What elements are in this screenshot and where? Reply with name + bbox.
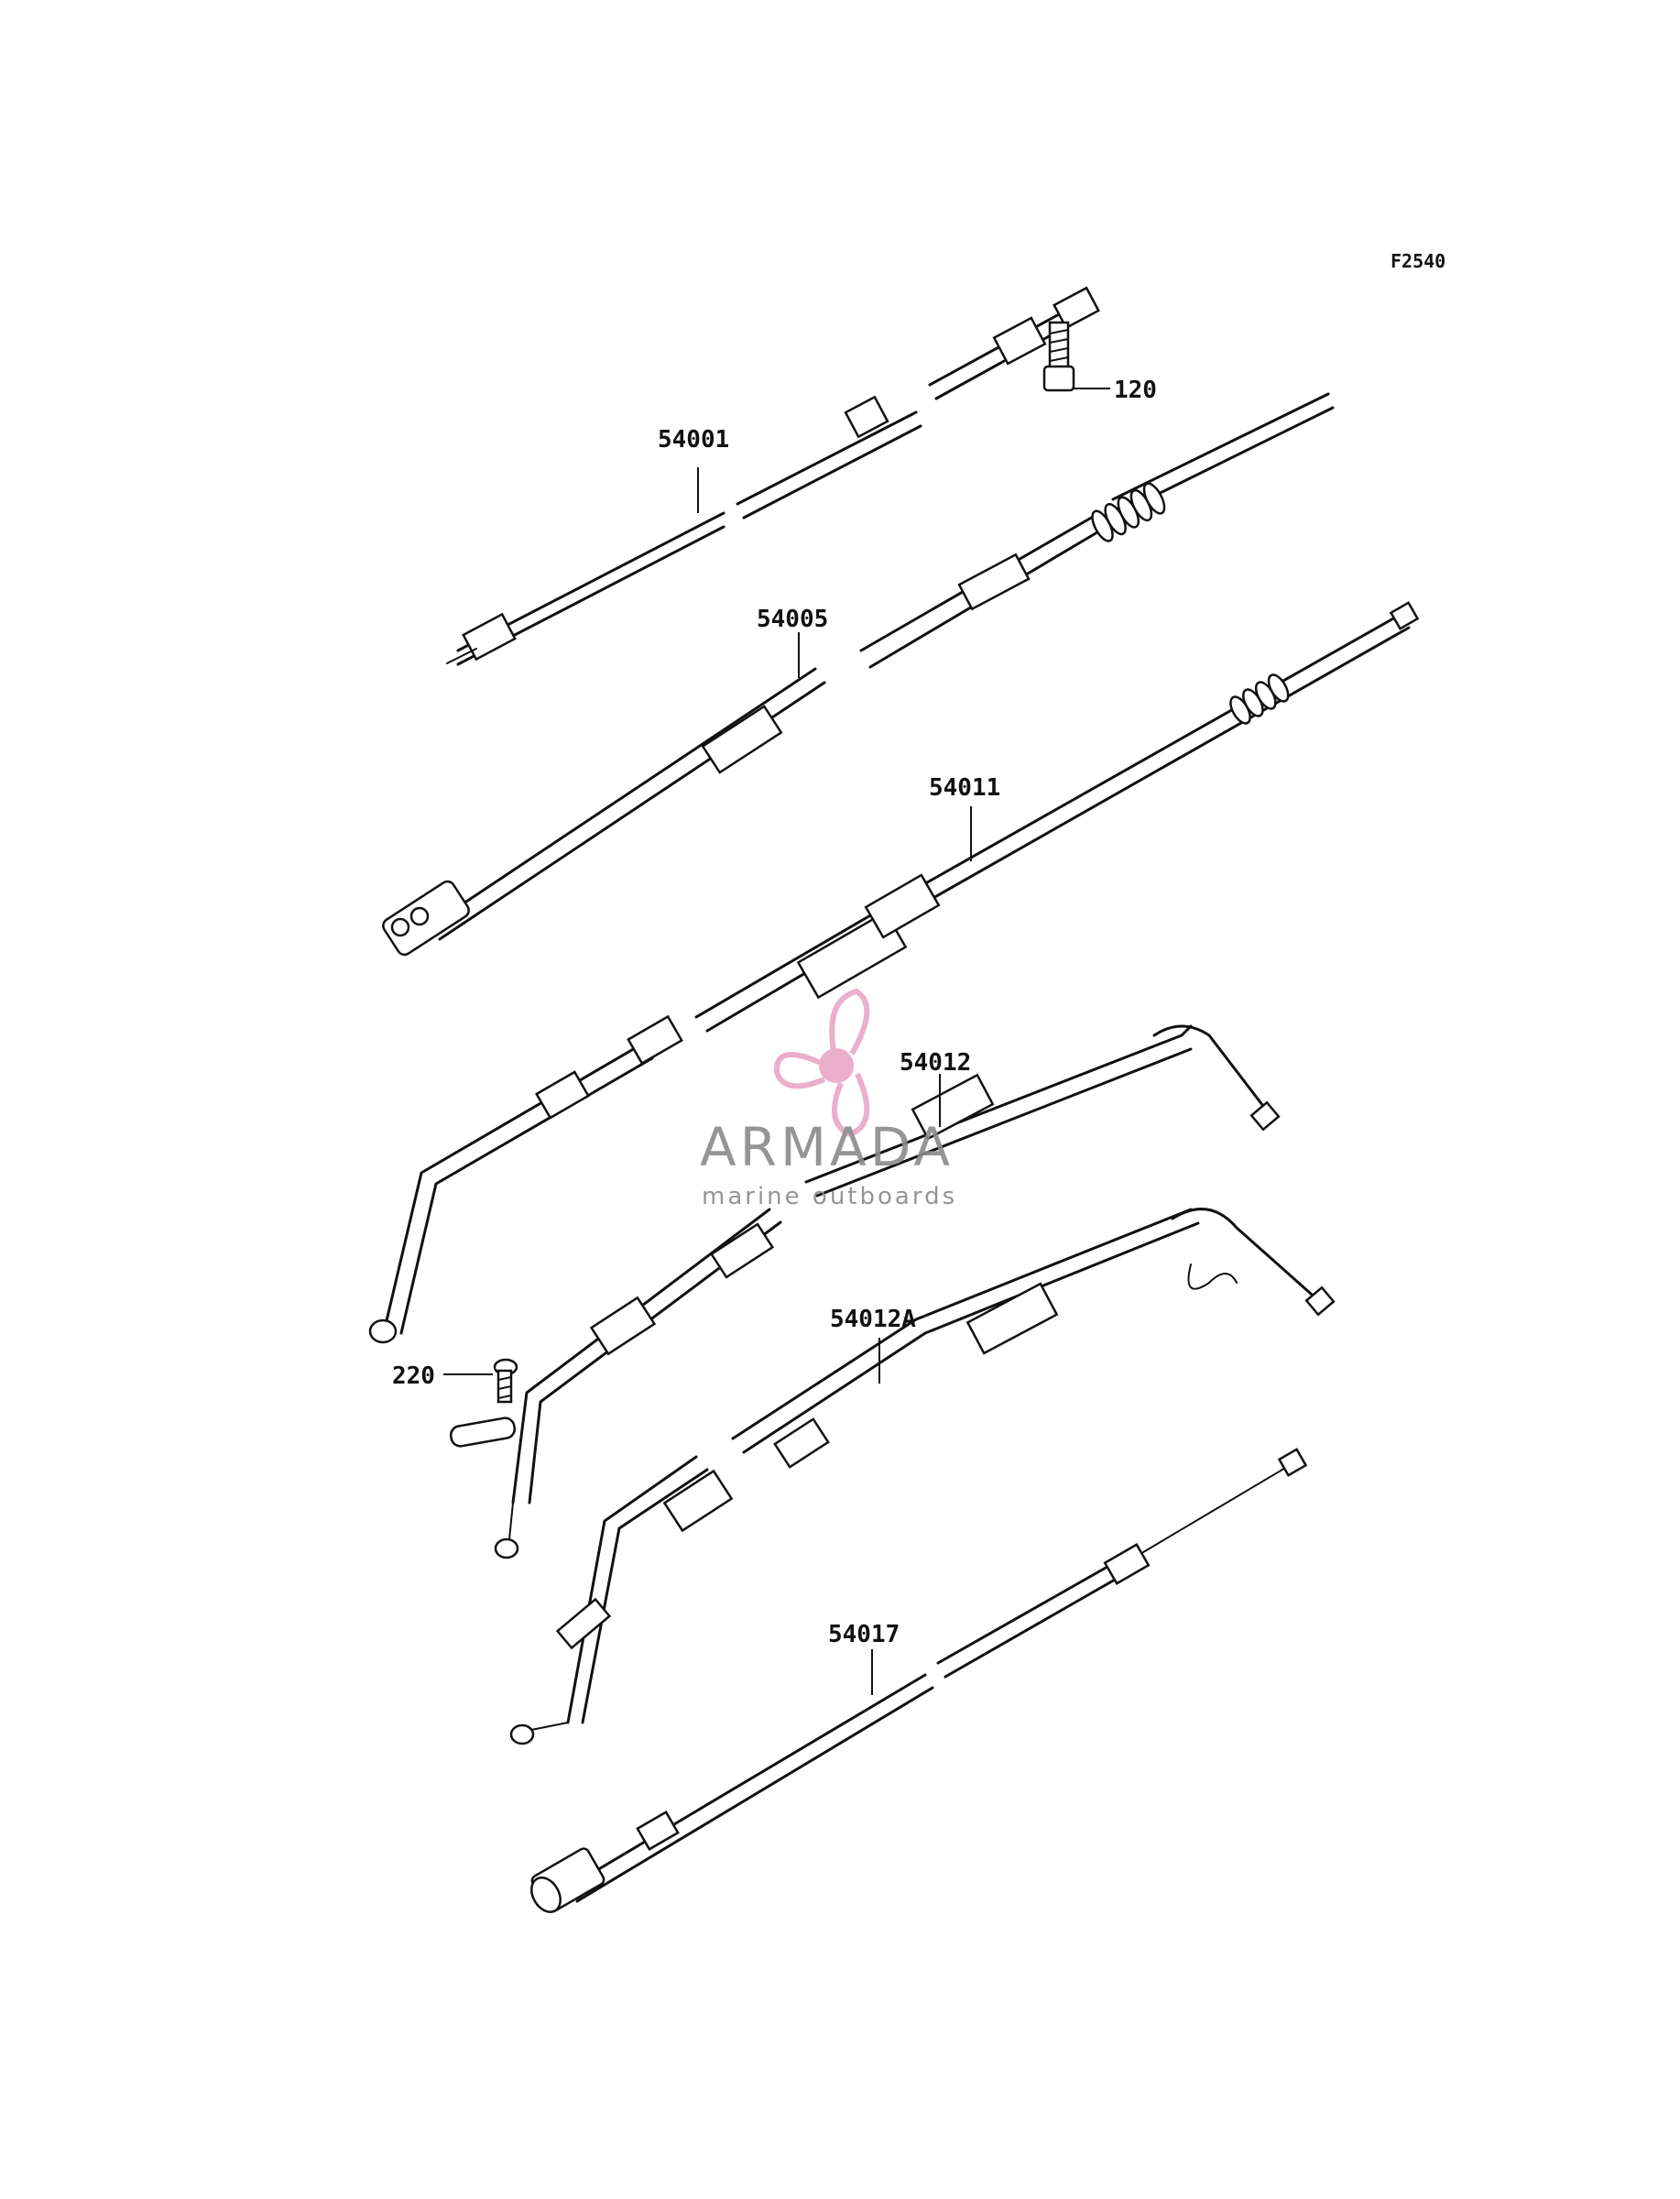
callout-label-54012a: 54012A xyxy=(830,1306,916,1333)
cable-54012 xyxy=(449,1024,1281,1559)
callout-label-54005: 54005 xyxy=(757,606,828,633)
callout-220: 220 xyxy=(392,1362,493,1390)
callout-54017: 54017 xyxy=(828,1621,900,1695)
callout-54012a: 54012A xyxy=(830,1306,916,1384)
cable-54001 xyxy=(446,286,1100,666)
armada-watermark: ARMADA marine outboards xyxy=(700,988,957,1210)
callout-54001: 54001 xyxy=(658,426,729,513)
callout-54012: 54012 xyxy=(900,1049,971,1127)
screw-220 xyxy=(493,1358,518,1404)
callout-120: 120 xyxy=(1074,377,1157,404)
callout-label-54012: 54012 xyxy=(900,1049,971,1077)
bolt-120 xyxy=(1042,321,1075,392)
watermark-tagline: marine outboards xyxy=(702,1183,957,1210)
cable-54005 xyxy=(382,392,1335,957)
watermark-brand: ARMADA xyxy=(700,1116,954,1178)
cable-54011 xyxy=(368,601,1420,1344)
figure-code: F2540 xyxy=(1391,250,1445,272)
callout-label-54017: 54017 xyxy=(828,1621,900,1648)
cable-54017 xyxy=(530,1448,1308,1913)
callout-label-120: 120 xyxy=(1114,377,1157,404)
callout-54011: 54011 xyxy=(929,774,1000,861)
callout-label-220: 220 xyxy=(392,1362,435,1390)
propeller-logo-icon xyxy=(773,988,870,1138)
cable-54012a xyxy=(509,1208,1336,1745)
callout-label-54011: 54011 xyxy=(929,774,1000,802)
callout-54005: 54005 xyxy=(757,606,828,678)
callout-label-54001: 54001 xyxy=(658,426,729,454)
